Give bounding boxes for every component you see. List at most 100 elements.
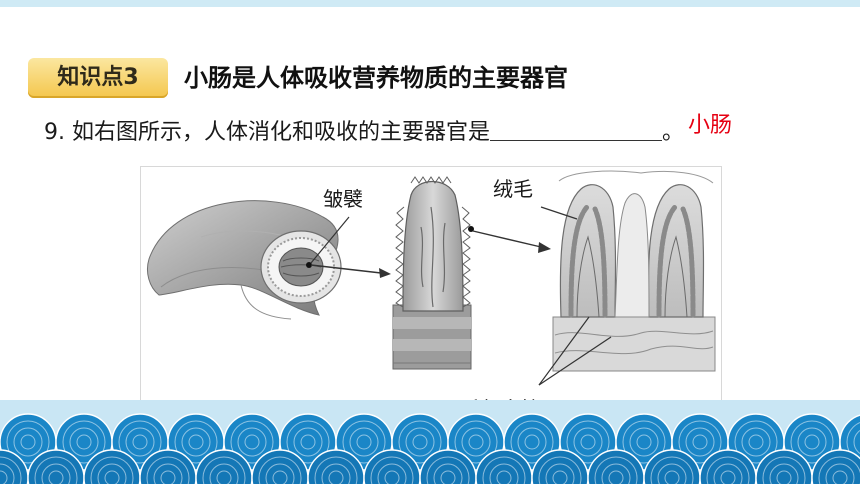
arrow-to-villi: [472, 230, 551, 253]
small-intestine-figure: 皱襞 绒毛 毛细血管: [140, 166, 722, 424]
wave-ring: [97, 463, 127, 484]
wave-ring: [20, 434, 36, 450]
wave-ring: [664, 470, 680, 484]
wave-ring: [174, 420, 218, 464]
villi-section: [552, 170, 716, 372]
wave-ring: [748, 434, 764, 450]
wave-ring: [41, 463, 71, 484]
wave-ring: [797, 427, 827, 457]
wave-ring: [272, 470, 288, 484]
wave-ring: [0, 463, 15, 484]
wave-ring: [202, 456, 246, 484]
wave-ring: [370, 456, 414, 484]
wave-ring: [181, 427, 211, 457]
wave-ring: [300, 434, 316, 450]
intestine-section: [146, 200, 342, 320]
wave-ring: [650, 456, 694, 484]
wave-ring: [685, 427, 715, 457]
wave-ring: [580, 434, 596, 450]
wave-ring: [440, 470, 456, 484]
capillary-pointer-1: [538, 336, 612, 386]
wave-ring: [0, 470, 8, 484]
answer-text: 小肠: [688, 113, 733, 138]
wave-ring: [853, 429, 860, 455]
wave-ring: [706, 456, 750, 484]
wave-ring: [132, 434, 148, 450]
wave-ring: [244, 434, 260, 450]
wave-ring: [489, 463, 519, 484]
top-accent-bar: [0, 0, 860, 7]
wave-ring: [818, 456, 860, 484]
wave-ring: [342, 420, 386, 464]
wave-ring: [90, 456, 134, 484]
wave-ring: [629, 427, 659, 457]
wave-ring: [769, 463, 799, 484]
wave-ring: [314, 456, 358, 484]
wave-ring: [622, 420, 666, 464]
wave-ring: [405, 427, 435, 457]
wave-ring: [496, 470, 512, 484]
label-folds: 皱襞: [323, 187, 363, 211]
wave-ring: [146, 456, 190, 484]
wave-ring: [790, 420, 834, 464]
wave-ring: [125, 427, 155, 457]
wave-ring: [573, 427, 603, 457]
wave-ring: [713, 463, 743, 484]
wave-ring: [741, 427, 771, 457]
question-text: 如右图所示，人体消化和吸收的主要器官是: [72, 120, 491, 145]
wave-ring: [412, 434, 428, 450]
wave-ring: [160, 470, 176, 484]
wave-ring: [433, 463, 463, 484]
wave-ring: [48, 470, 64, 484]
wave-ring: [776, 470, 792, 484]
question-end-mark: 。: [662, 120, 685, 145]
wave-ring: [552, 470, 568, 484]
wave-ring: [468, 434, 484, 450]
wave-ring: [34, 456, 78, 484]
wave-ring: [398, 420, 442, 464]
wave-ring: [454, 420, 498, 464]
wave-ring: [209, 463, 239, 484]
wave-ring: [286, 420, 330, 464]
wave-ring: [832, 470, 848, 484]
wave-ring: [678, 420, 722, 464]
wave-ring: [825, 463, 855, 484]
wave-ring: [153, 463, 183, 484]
wave-ring: [426, 456, 470, 484]
wave-ring: [349, 427, 379, 457]
label-villi: 绒毛: [493, 177, 533, 201]
wave-ring: [0, 456, 22, 484]
fold-section: [392, 176, 474, 370]
wave-ring: [524, 434, 540, 450]
wave-ring: [461, 427, 491, 457]
wave-ring: [762, 456, 806, 484]
villi-pointer-line: [540, 206, 578, 220]
wave-ring: [846, 422, 860, 462]
question-line: 9. 如右图所示，人体消化和吸收的主要器官是。: [44, 114, 684, 150]
wave-decoration: [0, 413, 860, 484]
wave-ring: [804, 434, 820, 450]
wave-ring: [13, 427, 43, 457]
wave-ring: [356, 434, 372, 450]
wave-ring: [692, 434, 708, 450]
section-title: 小肠是人体吸收营养物质的主要器官: [184, 64, 568, 92]
wave-ring: [328, 470, 344, 484]
wave-ring: [377, 463, 407, 484]
wave-ring: [118, 420, 162, 464]
wave-ring: [216, 470, 232, 484]
wave-ring: [566, 420, 610, 464]
wave-ring: [293, 427, 323, 457]
wave-ring: [62, 420, 106, 464]
badge-label: 知识点3: [57, 65, 139, 90]
wave-ring: [69, 427, 99, 457]
wave-ring: [510, 420, 554, 464]
capillary-pointer-2: [538, 316, 590, 386]
wave-ring: [482, 456, 526, 484]
wave-ring: [657, 463, 687, 484]
wave-ring: [517, 427, 547, 457]
wave-ring: [538, 456, 582, 484]
arrow-to-fold: [310, 264, 391, 278]
wave-ring: [594, 456, 638, 484]
wave-ring: [104, 470, 120, 484]
wave-ring: [6, 420, 50, 464]
